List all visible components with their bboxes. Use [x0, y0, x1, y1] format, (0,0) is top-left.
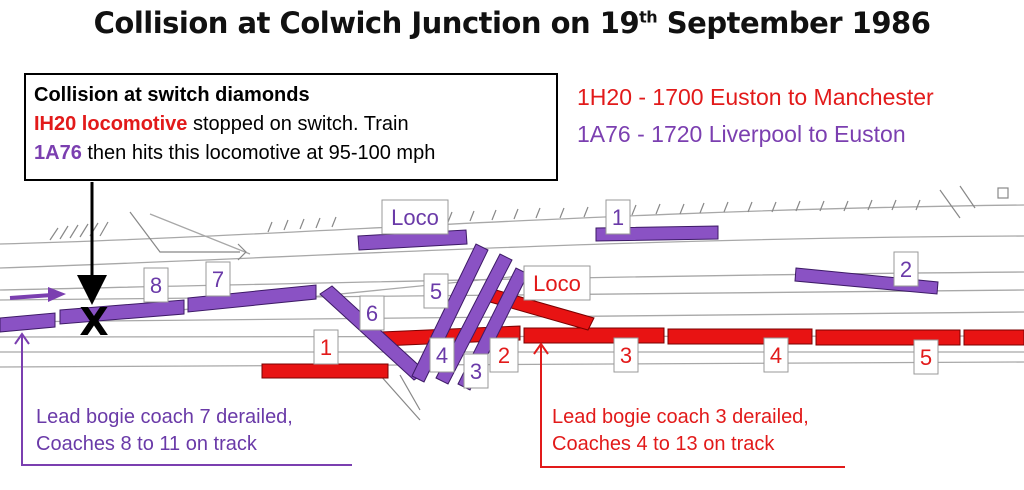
1a76-coach-7-label: 7	[212, 267, 224, 292]
callout-1h20-highlight: IH20 locomotive	[34, 113, 188, 135]
1h20-coach-4	[667, 328, 813, 345]
collision-callout: Collision at switch diamonds IH20 locomo…	[24, 73, 558, 181]
1a76-coach-rear	[0, 312, 56, 333]
callout-heading: Collision at switch diamonds	[34, 84, 310, 106]
callout-1a76-highlight: 1A76	[34, 142, 82, 164]
1a76-coach-2-label: 2	[900, 257, 912, 282]
purple-note-leader	[21, 336, 352, 466]
1h20-coach-1	[261, 363, 389, 379]
coach-7-derailed-note: Lead bogie coach 7 derailed, Coaches 8 t…	[36, 406, 293, 455]
trackside-signals	[49, 185, 1009, 421]
1a76-coach-2	[794, 267, 939, 295]
1a76-coach-1-label: 1	[612, 205, 624, 230]
1a76-coach-4-label: 4	[436, 343, 448, 368]
1h20-coach-3	[523, 327, 665, 344]
1h20-coach-2-label: 2	[498, 343, 510, 368]
direction-arrow	[9, 287, 66, 302]
1a76-labels: Loco 1 2 3 4 5 6 7 8	[143, 199, 919, 389]
collision-x-marker: X	[79, 300, 108, 344]
callout-line-3: 1A76 then hits this locomotive at 95-100…	[34, 142, 436, 164]
1a76-coach-7	[187, 284, 317, 313]
callout-line-2: IH20 locomotive stopped on switch. Train	[34, 113, 409, 135]
1h20-coach-6	[963, 329, 1024, 346]
1a76-coach-8-label: 8	[150, 273, 162, 298]
1a76-coach-8	[59, 299, 185, 325]
page-title: Collision at Colwich Junction on 19th Se…	[93, 6, 931, 40]
red-note-leader	[540, 346, 845, 468]
1h20-coach-3-label: 3	[620, 343, 632, 368]
1h20-labels: Loco 1 2 3 4 5	[313, 265, 939, 375]
legend-1h20: 1H20 - 1700 Euston to Manchester	[577, 84, 934, 110]
1a76-coach-4	[435, 253, 513, 385]
1a76-coach-6-label: 6	[366, 301, 378, 326]
1h20-coach-4-label: 4	[770, 343, 782, 368]
coach-3-derailed-note: Lead bogie coach 3 derailed, Coaches 4 t…	[552, 406, 809, 455]
1h20-loco-label: Loco	[533, 271, 581, 296]
1a76-coach-5-label: 5	[430, 279, 442, 304]
note-leaders	[14, 332, 845, 468]
legend-1a76: 1A76 - 1720 Liverpool to Euston	[577, 121, 906, 147]
1h20-coach-5-label: 5	[920, 345, 932, 370]
1a76-coach-3-label: 3	[470, 359, 482, 384]
1a76-loco-label: Loco	[391, 205, 439, 230]
1h20-coach-1-label: 1	[320, 335, 332, 360]
